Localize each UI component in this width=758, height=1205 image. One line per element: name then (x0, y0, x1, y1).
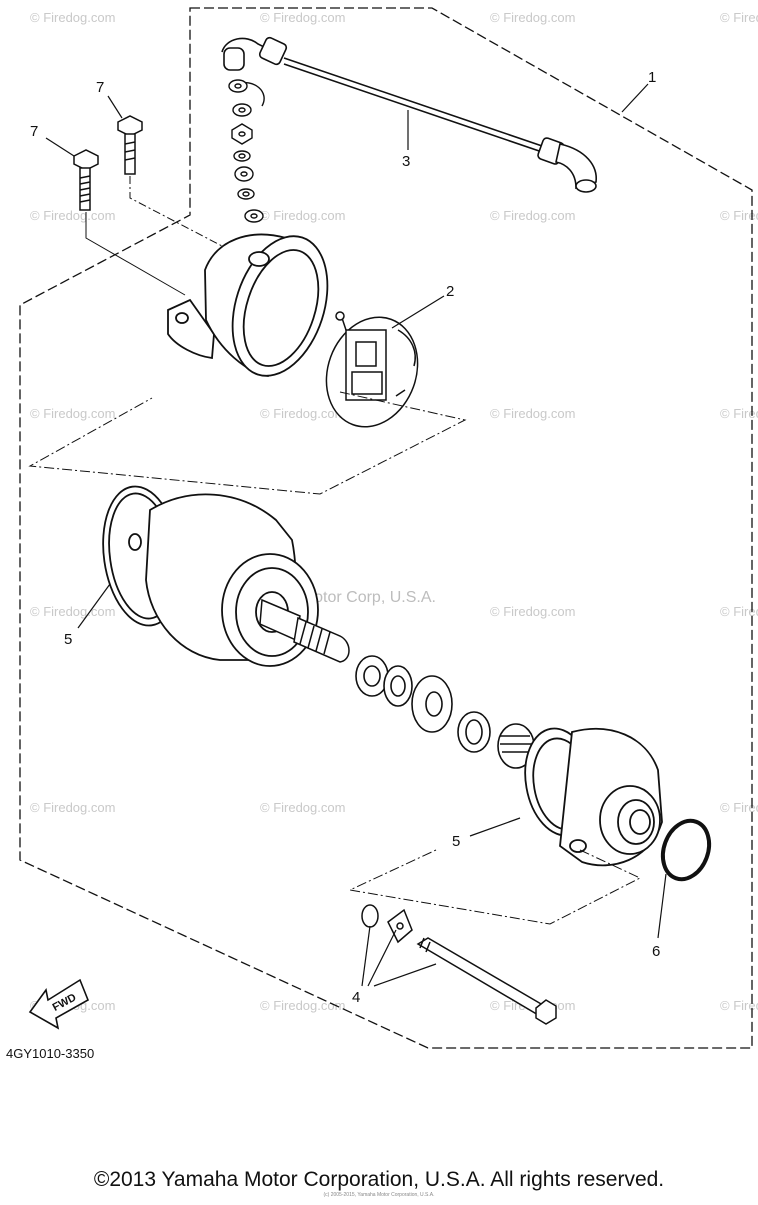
svg-text:© Firedog.com: © Firedog.com (30, 604, 115, 619)
diagram-code: 4GY1010-3350 (6, 1046, 94, 1061)
svg-text:© Firedog.com: © Firedog.com (720, 800, 758, 815)
svg-text:© Firedog.com: © Firedog.com (720, 208, 758, 223)
callout-5-left: 5 (64, 631, 72, 648)
callout-3: 3 (402, 153, 410, 170)
svg-text:© Firedog.com: © Firedog.com (490, 10, 575, 25)
brush-holder (325, 311, 419, 428)
svg-text:© Firedog.com: © Firedog.com (490, 406, 575, 421)
svg-text:© Firedog.com: © Firedog.com (720, 10, 758, 25)
callout-2: 2 (446, 283, 454, 300)
alignment-plane-lower (348, 849, 642, 925)
fine-print: (c) 2005-2015, Yamaha Motor Corporation,… (323, 1192, 435, 1198)
callout-7-right: 7 (96, 79, 104, 96)
callout-1: 1 (648, 69, 656, 86)
svg-text:© Firedog.com: © Firedog.com (260, 998, 345, 1013)
front-cover (524, 727, 663, 867)
svg-text:© Firedog.com: © Firedog.com (30, 208, 115, 223)
motor-yoke (102, 485, 319, 667)
lead-wire (221, 36, 597, 193)
svg-text:© Firedog.com: © Firedog.com (720, 998, 758, 1013)
washer-stack (228, 79, 265, 223)
svg-text:© Firedog.com: © Firedog.com (720, 604, 758, 619)
svg-text:© Firedog.com: © Firedog.com (260, 406, 345, 421)
bolt-guide-left (85, 212, 186, 296)
svg-text:© Firedog.com: © Firedog.com (260, 208, 345, 223)
svg-text:© Firedog.com: © Firedog.com (490, 208, 575, 223)
copyright-notice: ©2013 Yamaha Motor Corporation, U.S.A. A… (93, 1168, 665, 1191)
svg-text:© Firedog.com: © Firedog.com (30, 406, 115, 421)
armature-shaft (259, 598, 350, 663)
shaft-washers (355, 655, 535, 769)
fwd-arrow-icon: FWD (28, 978, 90, 1030)
assembly-outline (19, 7, 753, 1049)
through-bolt-set (361, 904, 557, 1025)
rear-cover (167, 233, 329, 378)
svg-text:© Firedog.com: © Firedog.com (260, 10, 345, 25)
callout-7-left: 7 (30, 123, 38, 140)
svg-text:© Firedog.com: © Firedog.com (260, 800, 345, 815)
svg-text:© Firedog.com: © Firedog.com (490, 604, 575, 619)
callout-leaders (45, 83, 667, 987)
bolt-right (117, 115, 143, 175)
alignment-plane-upper (28, 391, 467, 495)
o-ring (660, 818, 712, 882)
callout-6: 6 (652, 943, 660, 960)
svg-text:© Firedog.com: © Firedog.com (30, 800, 115, 815)
callout-4: 4 (352, 989, 360, 1006)
callout-5-right: 5 (452, 833, 460, 850)
bolt-left (73, 149, 99, 211)
svg-text:© Firedog.com: © Firedog.com (720, 406, 758, 421)
svg-text:© Firedog.com: © Firedog.com (30, 10, 115, 25)
